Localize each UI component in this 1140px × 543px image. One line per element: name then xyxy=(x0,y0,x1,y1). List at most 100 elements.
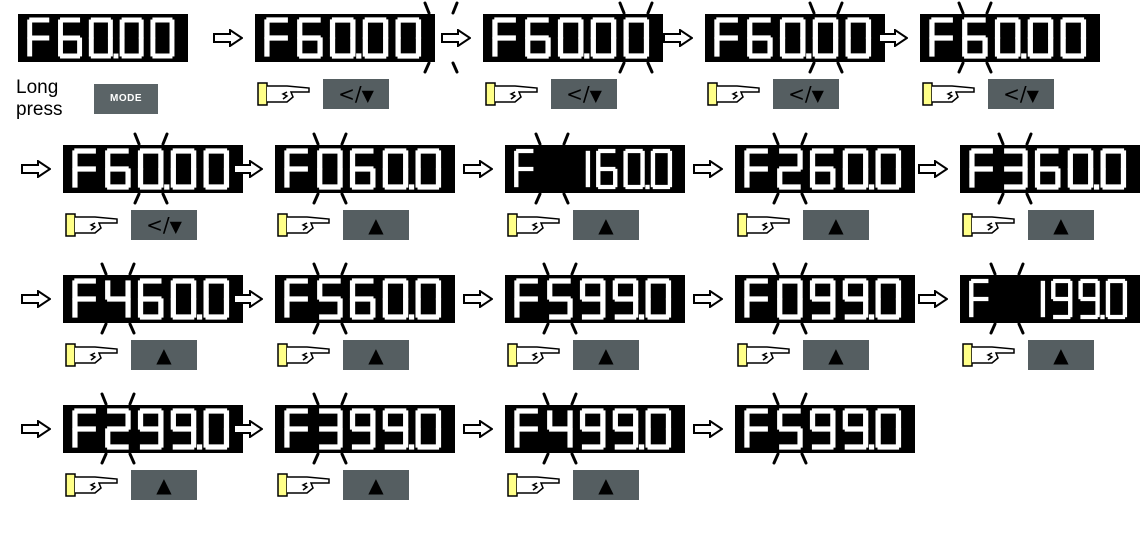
digit-0 xyxy=(329,17,362,59)
mode-key-button[interactable]: MODE xyxy=(94,84,158,114)
blink-marks-icon xyxy=(770,132,810,146)
digit-0 xyxy=(170,278,203,320)
digit-f xyxy=(492,17,516,57)
shift-left-down-key-button[interactable]: </▼ xyxy=(773,79,839,109)
blink-marks-icon xyxy=(770,262,810,276)
digit-f xyxy=(72,408,96,448)
pointing-hand-icon xyxy=(962,211,1018,239)
decimal-point xyxy=(584,53,590,59)
pointing-hand-icon xyxy=(277,211,333,239)
digit-f xyxy=(27,17,50,57)
up-key-button[interactable]: ▲ xyxy=(803,340,869,370)
next-step-arrow-icon xyxy=(878,28,909,48)
caption-line-press: press xyxy=(16,99,63,120)
decimal-point xyxy=(1093,184,1100,190)
pointing-hand-icon xyxy=(507,341,563,369)
up-triangle-icon: ▲ xyxy=(368,213,384,237)
up-key-button[interactable]: ▲ xyxy=(1028,210,1094,240)
digit-9 xyxy=(809,278,836,320)
next-step-arrow-icon xyxy=(463,289,494,309)
up-key-button[interactable]: ▲ xyxy=(131,470,197,500)
digit-6 xyxy=(809,148,836,190)
digit-0 xyxy=(875,278,902,320)
next-step-arrow-icon xyxy=(441,28,472,48)
decimal-point xyxy=(408,444,415,450)
digit-6 xyxy=(349,278,376,320)
digit-9 xyxy=(349,408,376,450)
pointing-hand-icon xyxy=(737,341,793,369)
up-triangle-icon: ▲ xyxy=(1053,213,1069,237)
digit-0 xyxy=(1105,278,1128,320)
pointing-hand-icon xyxy=(962,341,1018,369)
blink-marks-icon xyxy=(995,192,1035,206)
shift-left-down-key-button[interactable]: </▼ xyxy=(551,79,617,109)
digit-9 xyxy=(382,408,415,450)
up-triangle-icon: ▲ xyxy=(368,343,384,367)
decimal-point xyxy=(1100,314,1105,320)
up-key-button[interactable]: ▲ xyxy=(343,340,409,370)
blink-marks-icon xyxy=(540,262,580,276)
blink-marks-icon xyxy=(98,392,138,406)
shift-left-symbol: </ xyxy=(338,82,362,106)
digit-4 xyxy=(547,410,573,448)
blink-marks-icon xyxy=(131,132,171,146)
digit-9 xyxy=(170,408,203,450)
digit-0 xyxy=(650,148,673,190)
led-display xyxy=(960,275,1140,323)
shift-left-symbol: </ xyxy=(788,82,812,106)
down-triangle-icon: ▼ xyxy=(1026,86,1039,105)
blink-marks-icon xyxy=(310,192,350,206)
digit-3 xyxy=(1004,148,1028,190)
led-display xyxy=(275,405,455,453)
decimal-point xyxy=(164,184,170,190)
blink-marks-icon xyxy=(987,322,1027,336)
digit-6 xyxy=(962,17,988,59)
led-display xyxy=(505,405,685,453)
up-key-button[interactable]: ▲ xyxy=(573,470,639,500)
digit-0 xyxy=(150,17,175,59)
blink-marks-icon xyxy=(955,61,995,75)
digit-f xyxy=(744,148,768,188)
down-triangle-icon: ▼ xyxy=(169,217,182,236)
blink-marks-icon xyxy=(532,132,572,146)
digit-5 xyxy=(317,278,343,320)
digit-4 xyxy=(105,280,131,318)
next-step-arrow-icon xyxy=(21,159,52,179)
blink-marks-icon xyxy=(98,262,138,276)
digit-f xyxy=(929,17,953,57)
digit-f xyxy=(264,17,288,57)
long-press-caption: Long press xyxy=(16,77,62,121)
up-key-button[interactable]: ▲ xyxy=(573,340,639,370)
pointing-hand-icon xyxy=(277,341,333,369)
digit-9 xyxy=(809,408,836,450)
digit-3 xyxy=(319,408,343,450)
up-key-button[interactable]: ▲ xyxy=(131,340,197,370)
up-key-button[interactable]: ▲ xyxy=(573,210,639,240)
digit-9 xyxy=(1078,278,1105,320)
blink-marks-icon xyxy=(421,1,461,15)
up-key-button[interactable]: ▲ xyxy=(803,210,869,240)
decimal-point xyxy=(356,53,362,59)
digit-6 xyxy=(747,17,773,59)
blink-marks-icon xyxy=(540,452,580,466)
digit-0 xyxy=(623,17,650,59)
next-step-arrow-icon xyxy=(918,159,949,179)
blink-marks-icon xyxy=(806,61,846,75)
shift-left-down-key-button[interactable]: </▼ xyxy=(323,79,389,109)
pointing-hand-icon xyxy=(507,211,563,239)
shift-left-down-key-button[interactable]: </▼ xyxy=(988,79,1054,109)
decimal-point xyxy=(806,53,812,59)
digit-0 xyxy=(382,278,415,320)
digit-9 xyxy=(579,278,606,320)
led-display xyxy=(18,14,188,62)
up-key-button[interactable]: ▲ xyxy=(343,470,409,500)
next-step-arrow-icon xyxy=(213,28,244,48)
up-triangle-icon: ▲ xyxy=(828,213,844,237)
shift-left-down-key-button[interactable]: </▼ xyxy=(131,210,197,240)
digit-9 xyxy=(612,408,645,450)
decimal-point xyxy=(638,444,645,450)
digit-6 xyxy=(297,17,323,59)
up-key-button[interactable]: ▲ xyxy=(1028,340,1094,370)
digit-f xyxy=(72,278,96,318)
up-key-button[interactable]: ▲ xyxy=(343,210,409,240)
